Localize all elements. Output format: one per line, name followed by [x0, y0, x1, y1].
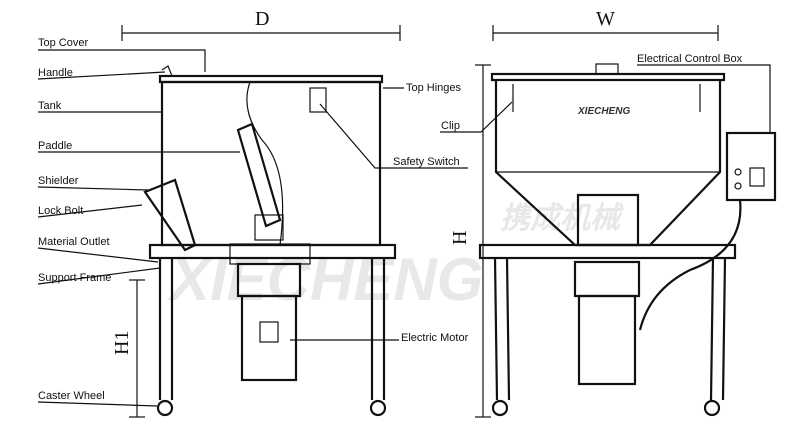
side-view — [143, 65, 397, 417]
logo: XIECHENG — [577, 106, 630, 117]
watermark-chinese: 携成机械 — [500, 202, 624, 235]
dimension-d: D — [255, 8, 269, 30]
label-paddle: Paddle — [38, 140, 72, 152]
dimension-h1: H1 — [111, 331, 133, 355]
label-top-hinges: Top Hinges — [406, 82, 462, 94]
dimension-w: W — [596, 8, 615, 30]
label-electric-motor: Electric Motor — [401, 332, 469, 344]
label-handle: Handle — [38, 67, 73, 79]
label-tank: Tank — [38, 100, 62, 112]
dimension-h: H — [449, 231, 471, 245]
label-clip: Clip — [441, 120, 460, 132]
label-lock-bolt: Lock Bolt — [38, 205, 83, 217]
dimension-lines: D W H H1 — [111, 8, 719, 418]
label-shielder: Shielder — [38, 175, 79, 187]
label-safety-switch: Safety Switch — [393, 156, 460, 168]
label-caster-wheel: Caster Wheel — [38, 390, 105, 402]
front-view: XIECHENG — [478, 63, 777, 417]
label-top-cover: Top Cover — [38, 37, 88, 49]
label-electrical-control-box: Electrical Control Box — [637, 53, 743, 65]
callouts: Top Cover Handle Tank Paddle Shielder Lo… — [37, 37, 771, 407]
watermark-brand: XIECHENG — [167, 246, 483, 313]
label-material-outlet: Material Outlet — [38, 236, 110, 248]
